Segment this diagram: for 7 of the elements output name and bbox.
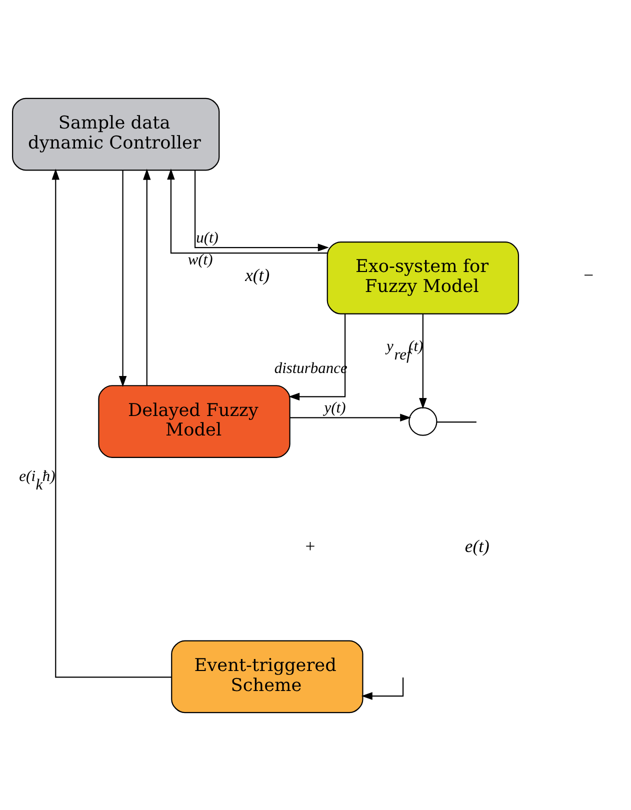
label: x(t) xyxy=(245,264,270,285)
label: e(t) xyxy=(464,536,490,556)
edge-label: w(t) xyxy=(188,250,213,268)
edge-label: u(t) xyxy=(196,228,218,246)
label: − xyxy=(582,264,594,285)
edge-label: y(t) xyxy=(324,398,346,416)
label: + xyxy=(304,536,316,556)
